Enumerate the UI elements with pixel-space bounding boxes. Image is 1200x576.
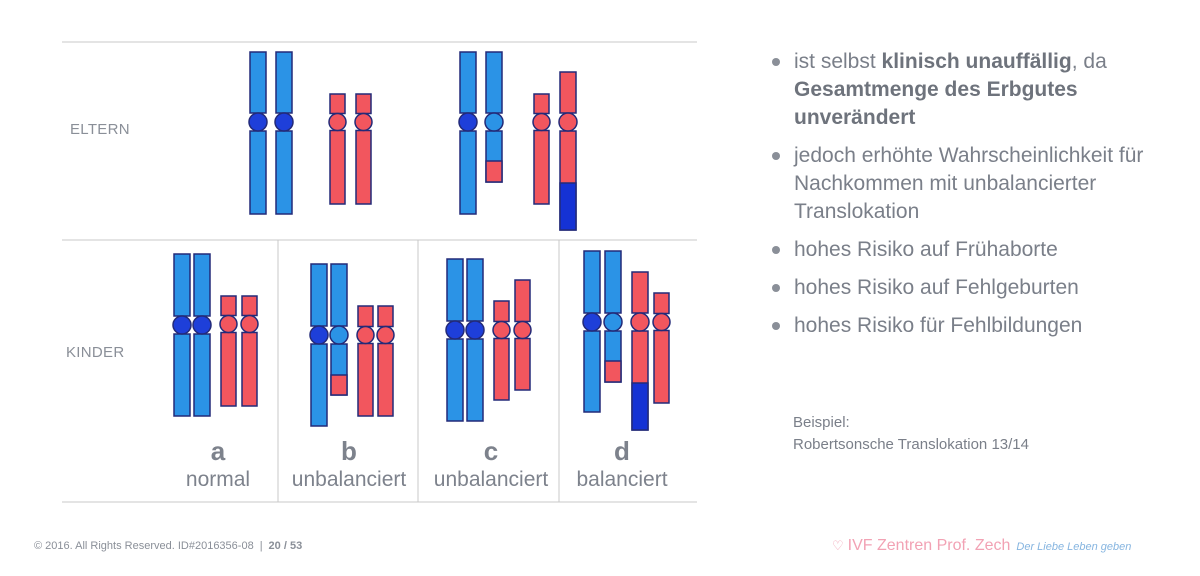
heart-icon: ♡: [832, 538, 844, 553]
case-letter-b: b: [341, 436, 357, 466]
chromosome-parent-carrier-blue-2: [484, 51, 504, 183]
row-label-children: KINDER: [66, 344, 125, 361]
chromosome-child-a-red-1: [219, 295, 238, 407]
chromosome-child-c-blue-2: [465, 258, 485, 422]
translocation-diagram: ELTERN KINDER a normal b unbalanciert c …: [62, 41, 697, 503]
chromosome-parent-carrier-blue-1: [458, 51, 478, 215]
case-letter-d: d: [614, 436, 630, 466]
bullet-dot: [772, 152, 780, 160]
chromosome-parent-carrier-red-2: [558, 71, 578, 231]
bullet-item: ist selbst klinisch unauffällig, da Gesa…: [770, 48, 1190, 132]
bullet-dot: [772, 322, 780, 330]
bullet-item: hohes Risiko auf Fehlgeburten: [770, 274, 1190, 302]
brand-tagline: Der Liebe Leben geben: [1016, 541, 1132, 553]
case-word-b: unbalanciert: [291, 468, 407, 491]
chromosome-parent-carrier-red-1: [532, 93, 551, 205]
chromosome-child-c-red-1: [492, 300, 511, 401]
chromosome-parent-normal-blue-2: [274, 51, 294, 215]
brand-logo: ♡IVF Zentren Prof. Zech Der Liebe Leben g…: [832, 537, 1131, 555]
bullet-dot: [772, 58, 780, 66]
footer: © 2016. All Rights Reserved. ID#2016356-…: [34, 540, 302, 552]
chromosome-child-a-red-2: [240, 295, 259, 407]
chromosome-child-b-blue-2: [329, 263, 349, 396]
bullet-item: jedoch erhöhte Wahrscheinlichkeit für Na…: [770, 142, 1190, 226]
bullet-dot: [772, 284, 780, 292]
chromosome-parent-normal-blue-1: [248, 51, 268, 215]
row-label-parents: ELTERN: [70, 121, 130, 138]
chromosome-child-c-blue-1: [445, 258, 465, 422]
example-text: Robertsonsche Translokation 13/14: [793, 436, 1029, 453]
case-letter-a: a: [210, 436, 226, 466]
chromosome-child-b-red-1: [356, 305, 375, 417]
chromosome-child-a-blue-1: [172, 253, 192, 417]
chromosome-diagram-svg: [62, 41, 697, 503]
chromosome-child-a-blue-2: [192, 253, 212, 417]
case-word-a: normal: [185, 468, 251, 491]
bullet-item: hohes Risiko für Fehlbildungen: [770, 312, 1190, 340]
example-label: Beispiel:: [793, 414, 850, 431]
page-number: 20 / 53: [268, 540, 303, 552]
case-word-c: unbalanciert: [433, 468, 549, 491]
chromosome-child-d-red-2: [652, 292, 671, 404]
chromosome-child-b-red-2: [376, 305, 395, 417]
footer-copyright: © 2016. All Rights Reserved. ID#2016356-…: [34, 540, 254, 552]
chromosome-parent-normal-red-1: [328, 93, 347, 205]
chromosome-parent-normal-red-2: [354, 93, 373, 205]
bullet-dot: [772, 246, 780, 254]
case-letter-c: c: [483, 436, 499, 466]
bullet-item: hohes Risiko auf Frühaborte: [770, 236, 1190, 264]
footer-separator: |: [259, 540, 263, 552]
chromosome-child-c-red-2: [513, 279, 532, 391]
chromosome-child-d-blue-1: [582, 250, 602, 413]
chromosome-child-d-blue-2: [603, 250, 623, 383]
brand-name: IVF Zentren Prof. Zech: [847, 537, 1011, 554]
chromosome-child-d-red-1: [630, 271, 650, 431]
chromosomes-group: [172, 51, 671, 431]
bullet-list: ist selbst klinisch unauffällig, da Gesa…: [770, 48, 1190, 350]
chromosome-child-b-blue-1: [309, 263, 329, 427]
example-note: Beispiel: Robertsonsche Translokation 13…: [793, 412, 1029, 456]
case-word-d: balanciert: [576, 468, 668, 491]
